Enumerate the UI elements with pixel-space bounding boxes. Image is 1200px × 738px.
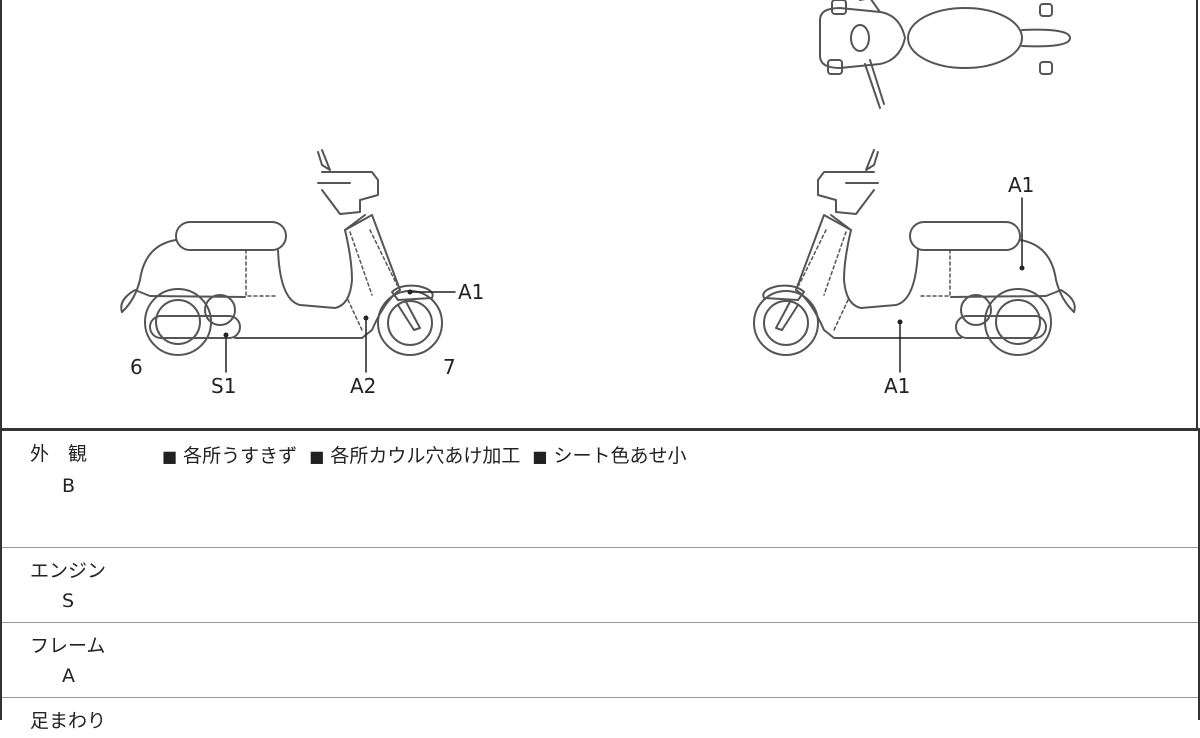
row-grade: B — [62, 475, 76, 497]
row-grade: A — [62, 665, 75, 687]
label-front-wheel: 7 — [443, 355, 456, 379]
scooter-left-side — [120, 149, 443, 356]
row-frame: フレーム A — [2, 623, 1198, 698]
label-a1-right-bottom: A1 — [884, 374, 910, 398]
label-s1: S1 — [211, 374, 236, 398]
label-a2: A2 — [350, 374, 376, 398]
row-label: 外 観 — [30, 443, 88, 465]
inspection-table: 外 観 ■各所うすきず ■各所カウル穴あけ加工 ■シート色あせ小 B エンジン … — [0, 428, 1200, 732]
note: 各所うすきず — [183, 445, 298, 467]
label-rear-wheel: 6 — [130, 355, 143, 379]
row-suspension: 足まわり — [2, 698, 1198, 738]
row-exterior: 外 観 ■各所うすきず ■各所カウル穴あけ加工 ■シート色あせ小 B — [2, 431, 1198, 548]
label-a1-right-top: A1 — [1008, 173, 1034, 197]
row-engine: エンジン S — [2, 548, 1198, 623]
label-a1: A1 — [458, 280, 484, 304]
row-label: フレーム — [30, 635, 106, 657]
diagram-frame — [0, 0, 1198, 428]
row-label: エンジン — [30, 560, 107, 582]
exterior-notes: ■各所うすきず ■各所カウル穴あけ加工 ■シート色あせ小 — [162, 445, 687, 467]
row-grade: S — [62, 590, 75, 612]
note: シート色あせ小 — [553, 445, 687, 467]
note: 各所カウル穴あけ加工 — [330, 445, 521, 467]
scooter-top-view — [819, 0, 1071, 109]
scooter-diagram: A1 A2 S1 6 7 A1 A1 — [120, 0, 1076, 398]
